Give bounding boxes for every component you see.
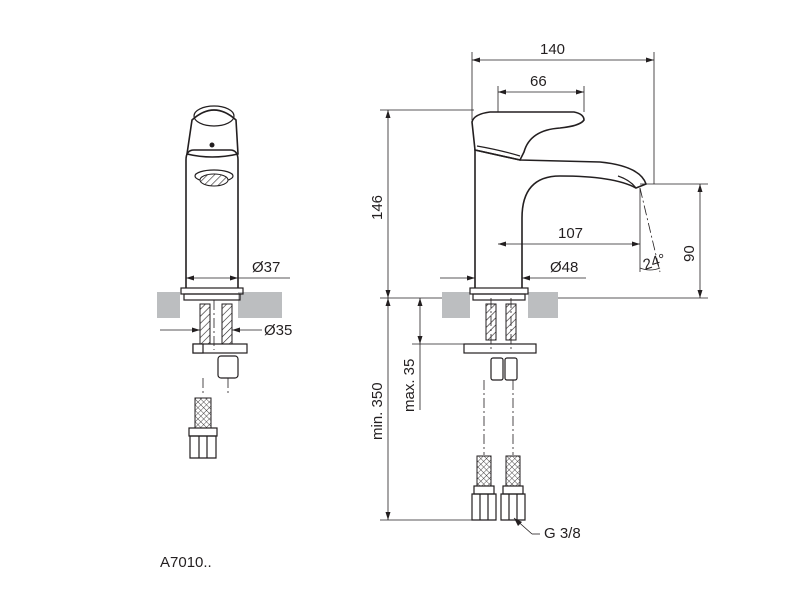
product-code: A7010.. — [160, 554, 212, 571]
dim-146: 146 — [369, 195, 386, 220]
front-hose-nut — [188, 427, 218, 437]
side-hex-right — [500, 493, 526, 521]
side-body-spout — [474, 149, 647, 288]
dim-phi48: Ø48 — [550, 259, 578, 276]
dim-90: 90 — [681, 245, 698, 262]
dim-140: 140 — [540, 41, 565, 58]
front-hose — [194, 397, 212, 429]
side-hex-left — [471, 493, 497, 521]
dim-phi37: Ø37 — [252, 259, 280, 276]
dim-66: 66 — [530, 73, 547, 90]
thread-g38: G 3/8 — [544, 525, 581, 542]
side-lever — [471, 111, 585, 161]
side-fitting-right — [504, 357, 518, 381]
front-hose-fitting — [217, 355, 239, 379]
dim-107: 107 — [558, 225, 583, 242]
side-hose-right — [505, 455, 521, 487]
dim-phi35: Ø35 — [264, 322, 292, 339]
indicator-dot — [209, 142, 215, 148]
dim-angle-24: 24° — [641, 251, 668, 274]
front-lever-top — [193, 105, 235, 127]
countertop-right — [442, 292, 558, 318]
dim-max-35: max. 35 — [401, 359, 418, 412]
front-lever — [186, 109, 239, 158]
front-shank-left — [199, 303, 211, 345]
dim-min-350: min. 350 — [369, 382, 386, 440]
side-view — [380, 52, 708, 535]
front-hose-hex — [189, 435, 217, 459]
front-rosette-lower — [183, 293, 241, 301]
front-shank-right — [221, 303, 233, 345]
side-rosette — [469, 287, 529, 295]
side-hose-left — [476, 455, 492, 487]
front-view — [157, 105, 290, 459]
side-fixing-plate — [463, 343, 537, 354]
countertop-left — [157, 292, 282, 318]
front-rosette — [180, 287, 244, 295]
aerator-mesh — [199, 173, 229, 187]
side-fitting-left — [490, 357, 504, 381]
front-body — [185, 149, 239, 288]
